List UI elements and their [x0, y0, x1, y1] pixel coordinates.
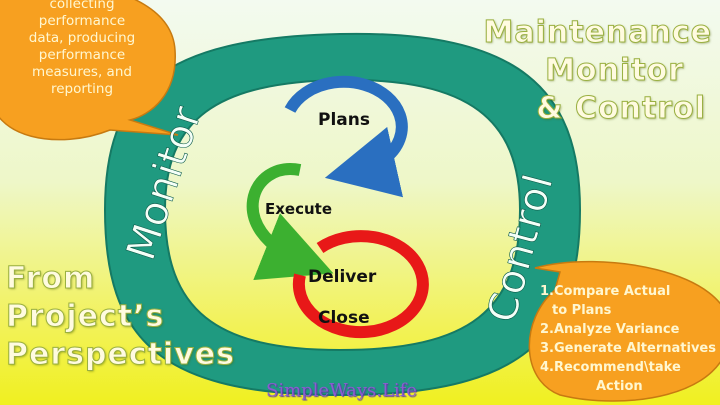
right-bubble-list: 1.Compare Actual to Plans 2.Analyze Vari…	[540, 282, 716, 396]
deliver-close-arrow	[292, 230, 429, 339]
execute-label: Execute	[265, 200, 333, 218]
title-line: Monitor	[545, 53, 684, 89]
list-item: 1.Compare Actual	[540, 284, 671, 299]
bubble-line: performance	[38, 13, 126, 29]
left-bubble-text: collecting performance data, producing p…	[2, 0, 162, 98]
title-line: From	[6, 261, 96, 297]
list-item: 4.Recommend\take	[540, 360, 681, 375]
bubble-line: data, producing	[28, 30, 136, 46]
list-item: 2.Analyze Variance	[540, 322, 680, 337]
bubble-line: performance	[38, 47, 126, 63]
bubble-line: collecting	[49, 0, 115, 12]
execute-arrow	[246, 163, 334, 281]
bottom-left-title: From Project’s Perspectives	[6, 260, 235, 374]
bubble-line: reporting	[50, 81, 114, 97]
list-item: Action	[596, 379, 643, 394]
plans-label: Plans	[318, 110, 370, 130]
title-line: & Control	[536, 91, 706, 127]
list-item: 3.Generate Alternatives	[540, 341, 716, 356]
title-line: Maintenance	[483, 15, 712, 51]
close-label: Close	[318, 308, 370, 328]
plans-arrow	[284, 75, 408, 198]
top-right-title: Maintenance Monitor & Control	[482, 14, 712, 128]
title-line: Perspectives	[6, 337, 235, 373]
bubble-line: measures, and	[32, 64, 132, 80]
right-speech-bubble	[528, 260, 720, 402]
watermark-logo: SimpleWays.Life	[266, 380, 417, 401]
title-line: Project’s	[6, 299, 165, 335]
deliver-label: Deliver	[308, 267, 377, 287]
list-item: to Plans	[552, 303, 612, 318]
left-speech-bubble	[0, 0, 179, 141]
